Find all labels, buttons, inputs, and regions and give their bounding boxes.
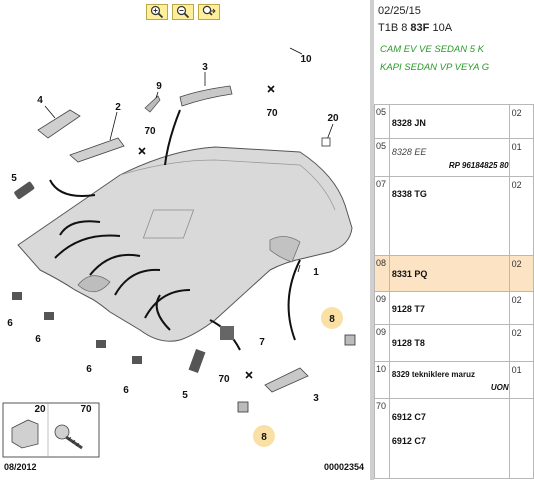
parts-list-panel: 02/25/15 T1B 8 83F 10A CAM EV VE SEDAN 5… xyxy=(374,0,534,480)
headliner-panel xyxy=(17,146,353,342)
part-code: 8331 PQ xyxy=(391,269,428,279)
callout-6[interactable]: 6 xyxy=(123,385,129,396)
callout-20[interactable]: 20 xyxy=(327,113,339,124)
callout-4[interactable]: 4 xyxy=(37,95,43,106)
magnifier-move-icon xyxy=(202,5,216,16)
callout-3[interactable]: 3 xyxy=(202,62,208,73)
row-index: 10 xyxy=(374,361,390,399)
row-index: 09 xyxy=(374,324,390,362)
row-index: 05 xyxy=(374,138,390,177)
parts-table: 05 8328 JN 02 05 8328 EE RP 96184825 80 … xyxy=(374,104,534,479)
callout-9[interactable]: 9 xyxy=(156,81,162,92)
parts-diagram: 10 9 3 4 2 70 70 20 5 6 6 6 6 1 8 7 70 5 3 8 20 70 08/2012 00… xyxy=(2,4,364,472)
table-row[interactable]: 09 9128 T8 02 xyxy=(374,324,534,362)
code-prefix: T1B 8 xyxy=(378,22,408,34)
row-index: 09 xyxy=(374,291,390,325)
callout-5[interactable]: 5 xyxy=(11,173,17,184)
part-code: 9128 T8 xyxy=(391,338,425,348)
diagram-date: 08/2012 xyxy=(4,462,37,472)
callout-8[interactable]: 8 xyxy=(261,432,267,443)
row-qty: 01 xyxy=(508,138,534,177)
table-row[interactable]: 05 8328 EE RP 96184825 80 01 xyxy=(374,138,534,177)
row-qty xyxy=(508,398,534,479)
table-row[interactable]: 09 9128 T7 02 xyxy=(374,291,534,325)
magnifier-plus-icon xyxy=(150,5,164,19)
headliner-illustration: 10 9 3 4 2 70 70 20 5 6 6 6 6 1 8 7 70 5 3 8 20 70 xyxy=(2,47,356,458)
table-row[interactable]: 07 8338 TG 02 xyxy=(374,176,534,256)
inset-label: 20 xyxy=(34,404,46,415)
part-reference: RP 96184825 80 xyxy=(448,161,509,170)
row-qty: 01 xyxy=(508,361,534,399)
table-row[interactable]: 05 8328 JN 02 xyxy=(374,104,534,139)
variant-line-2: KAPI SEDAN VP VEYA G xyxy=(380,62,490,73)
row-qty: 02 xyxy=(508,176,534,256)
code-suffix: 10A xyxy=(432,22,453,34)
part-code: 8328 EE xyxy=(391,147,427,157)
callout-8[interactable]: 8 xyxy=(329,314,335,325)
part-code: 8338 TG xyxy=(391,189,427,199)
code-bold: 83F xyxy=(410,22,430,34)
panel-date: 02/25/15 xyxy=(378,5,421,17)
magnifier-minus-icon xyxy=(176,5,190,19)
callout-70[interactable]: 70 xyxy=(218,374,230,385)
callout-10[interactable]: 10 xyxy=(300,54,312,65)
callout-7[interactable]: 7 xyxy=(259,337,265,348)
part-code: 9128 T7 xyxy=(391,304,425,314)
row-qty: 02 xyxy=(508,291,534,325)
callout-6[interactable]: 6 xyxy=(35,334,41,345)
zoom-out-button[interactable] xyxy=(172,4,194,20)
zoom-toolbar xyxy=(146,4,220,20)
row-index: 70 xyxy=(374,398,390,479)
row-qty: 02 xyxy=(508,255,534,292)
callout-6[interactable]: 6 xyxy=(86,364,92,375)
variant-line-1: CAM EV VE SEDAN 5 K xyxy=(380,44,485,55)
part-reference: UON xyxy=(490,383,509,392)
part-code: 6912 C7 xyxy=(391,412,426,422)
panel-divider[interactable] xyxy=(370,0,374,480)
part-code: 6912 C7 xyxy=(391,436,426,446)
callout-5[interactable]: 5 xyxy=(182,390,188,401)
row-index: 08 xyxy=(374,255,390,292)
panel-code: T1B 8 83F 10A xyxy=(378,22,452,34)
row-index: 07 xyxy=(374,176,390,256)
row-qty: 02 xyxy=(508,324,534,362)
table-row-selected[interactable]: 08 8331 PQ 02 xyxy=(374,255,534,292)
table-row[interactable]: 70 6912 C7 6912 C7 xyxy=(374,398,534,479)
row-qty: 02 xyxy=(508,104,534,139)
callout-3[interactable]: 3 xyxy=(313,393,319,404)
callout-2[interactable]: 2 xyxy=(115,102,121,113)
callout-70[interactable]: 70 xyxy=(266,108,278,119)
part-code: 8328 JN xyxy=(391,118,426,128)
part-code: 8329 tekniklere maruz xyxy=(391,370,475,379)
zoom-pan-button[interactable] xyxy=(198,4,220,20)
callout-1[interactable]: 1 xyxy=(313,267,319,278)
table-row[interactable]: 10 8329 tekniklere maruz UON 01 xyxy=(374,361,534,399)
row-index: 05 xyxy=(374,104,390,139)
callout-6[interactable]: 6 xyxy=(7,318,13,329)
zoom-in-button[interactable] xyxy=(146,4,168,20)
callout-70[interactable]: 70 xyxy=(144,126,156,137)
inset-label: 70 xyxy=(80,404,92,415)
diagram-number: 00002354 xyxy=(323,462,364,472)
